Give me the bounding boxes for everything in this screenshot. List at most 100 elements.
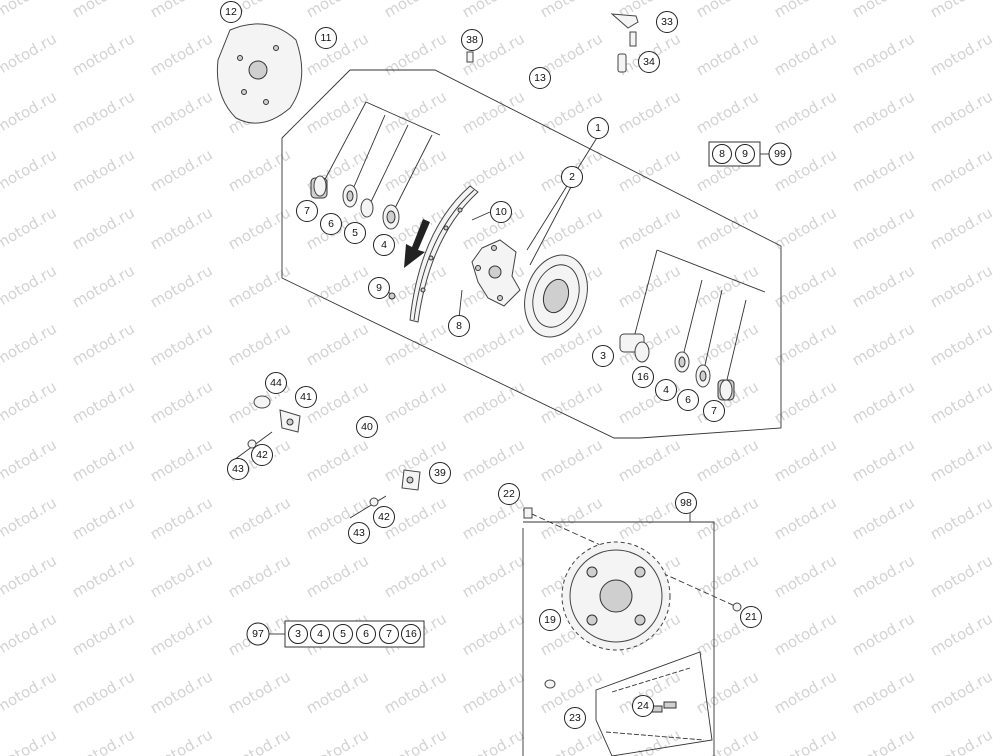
watermark-text: motod.ru: [303, 0, 372, 21]
watermark-text: motod.ru: [537, 435, 606, 485]
watermark-text: motod.ru: [147, 551, 216, 601]
callout-number: 21: [745, 611, 757, 623]
watermark-text: motod.ru: [927, 377, 996, 427]
kit-99-item-2[interactable]: 9: [742, 148, 748, 160]
watermark-text: motod.ru: [927, 87, 996, 137]
watermark-text: motod.ru: [927, 145, 996, 195]
watermark-text: motod.ru: [69, 203, 138, 253]
watermark-text: motod.ru: [927, 493, 996, 543]
callout-part-33[interactable]: 33: [656, 11, 678, 33]
watermark-text: motod.ru: [849, 725, 918, 756]
callout-part-21[interactable]: 21: [740, 606, 762, 628]
watermark-text: motod.ru: [849, 435, 918, 485]
kit-97-item-3[interactable]: 5: [340, 628, 346, 640]
kit-97-item-2[interactable]: 4: [317, 628, 323, 640]
callout-number: 6: [685, 394, 691, 406]
callout-part-43[interactable]: 43: [227, 458, 249, 480]
watermark-text: motod.ru: [381, 377, 450, 427]
watermark-text: motod.ru: [849, 0, 918, 21]
kit-97-item-1[interactable]: 3: [295, 628, 301, 640]
kit-97-label[interactable]: 97: [252, 628, 264, 640]
watermark-text: motod.ru: [147, 29, 216, 79]
watermark-text: motod.ru: [0, 377, 60, 427]
callout-part-12[interactable]: 12: [220, 1, 242, 23]
callout-number: 41: [300, 391, 312, 403]
watermark-text: motod.ru: [0, 87, 60, 137]
callout-part-24[interactable]: 24: [632, 695, 654, 717]
watermark-text: motod.ru: [225, 261, 294, 311]
callout-part-16[interactable]: 16: [632, 366, 654, 388]
callout-part-11[interactable]: 11: [315, 27, 337, 49]
callout-part-42[interactable]: 42: [373, 506, 395, 528]
watermark-text: motod.ru: [849, 261, 918, 311]
callout-part-44[interactable]: 44: [265, 372, 287, 394]
callout-number: 19: [544, 614, 556, 626]
callout-number: 12: [225, 6, 237, 18]
callout-part-41[interactable]: 41: [295, 386, 317, 408]
watermark-text: motod.ru: [381, 725, 450, 756]
callout-part-40[interactable]: 40: [356, 416, 378, 438]
watermark-text: motod.ru: [0, 261, 60, 311]
callout-part-39[interactable]: 39: [429, 462, 451, 484]
callout-part-43[interactable]: 43: [348, 522, 370, 544]
callout-number: 8: [456, 320, 462, 332]
watermark-text: motod.ru: [0, 145, 60, 195]
watermark-text: motod.ru: [147, 0, 216, 21]
callout-part-34[interactable]: 34: [638, 51, 660, 73]
watermark-text: motod.ru: [147, 203, 216, 253]
kit-99-label[interactable]: 99: [774, 148, 786, 160]
callout-part-19[interactable]: 19: [539, 609, 561, 631]
callout-part-4[interactable]: 4: [373, 234, 395, 256]
callout-part-10[interactable]: 10: [490, 201, 512, 223]
watermark-text: motod.ru: [927, 0, 996, 21]
watermark-text: motod.ru: [69, 551, 138, 601]
watermark-text: motod.ru: [0, 551, 60, 601]
callout-part-1[interactable]: 1: [587, 117, 609, 139]
callout-part-7[interactable]: 7: [296, 200, 318, 222]
callout-number: 6: [328, 218, 334, 230]
callout-part-9[interactable]: 9: [368, 277, 390, 299]
watermark-text: motod.ru: [303, 87, 372, 137]
callout-part-98[interactable]: 98: [675, 492, 697, 514]
watermark-text: motod.ru: [459, 725, 528, 756]
kit-97-item-5[interactable]: 7: [386, 628, 392, 640]
callout-part-5[interactable]: 5: [344, 222, 366, 244]
watermark-text: motod.ru: [927, 435, 996, 485]
callout-part-23[interactable]: 23: [564, 707, 586, 729]
callout-number: 43: [232, 463, 244, 475]
rotation-arrow-icon: [404, 219, 430, 268]
callout-part-22[interactable]: 22: [498, 483, 520, 505]
callout-part-3[interactable]: 3: [592, 345, 614, 367]
wheel-hub: [471, 239, 521, 307]
watermark-text: motod.ru: [0, 725, 60, 756]
kit-99-item-1[interactable]: 8: [719, 148, 725, 160]
watermark-text: motod.ru: [537, 377, 606, 427]
callout-number: 4: [663, 384, 669, 396]
callout-part-2[interactable]: 2: [561, 166, 583, 188]
callout-part-7[interactable]: 7: [703, 400, 725, 422]
watermark-text: motod.ru: [69, 725, 138, 756]
callout-part-13[interactable]: 13: [529, 67, 551, 89]
right-bearing-stack: [619, 333, 735, 401]
callout-part-6[interactable]: 6: [320, 213, 342, 235]
wheel-rim: [388, 185, 479, 323]
callout-part-42[interactable]: 42: [251, 444, 273, 466]
callout-part-8[interactable]: 8: [448, 315, 470, 337]
callout-number: 22: [503, 488, 515, 500]
watermark-text: motod.ru: [693, 29, 762, 79]
callout-part-6[interactable]: 6: [677, 389, 699, 411]
watermark-text: motod.ru: [147, 667, 216, 717]
kit-97-item-6[interactable]: 16: [405, 628, 417, 640]
callout-number: 24: [637, 700, 649, 712]
chain-adjusters: [233, 395, 421, 519]
callout-number: 2: [569, 171, 575, 183]
watermark-text: motod.ru: [849, 377, 918, 427]
watermark-text: motod.ru: [771, 667, 840, 717]
callout-part-38[interactable]: 38: [461, 29, 483, 51]
watermark-text: motod.ru: [381, 667, 450, 717]
watermark-text: motod.ru: [69, 261, 138, 311]
callout-part-4[interactable]: 4: [655, 379, 677, 401]
wheel-assembly-frame: [281, 69, 782, 439]
kit-97-item-4[interactable]: 6: [363, 628, 369, 640]
